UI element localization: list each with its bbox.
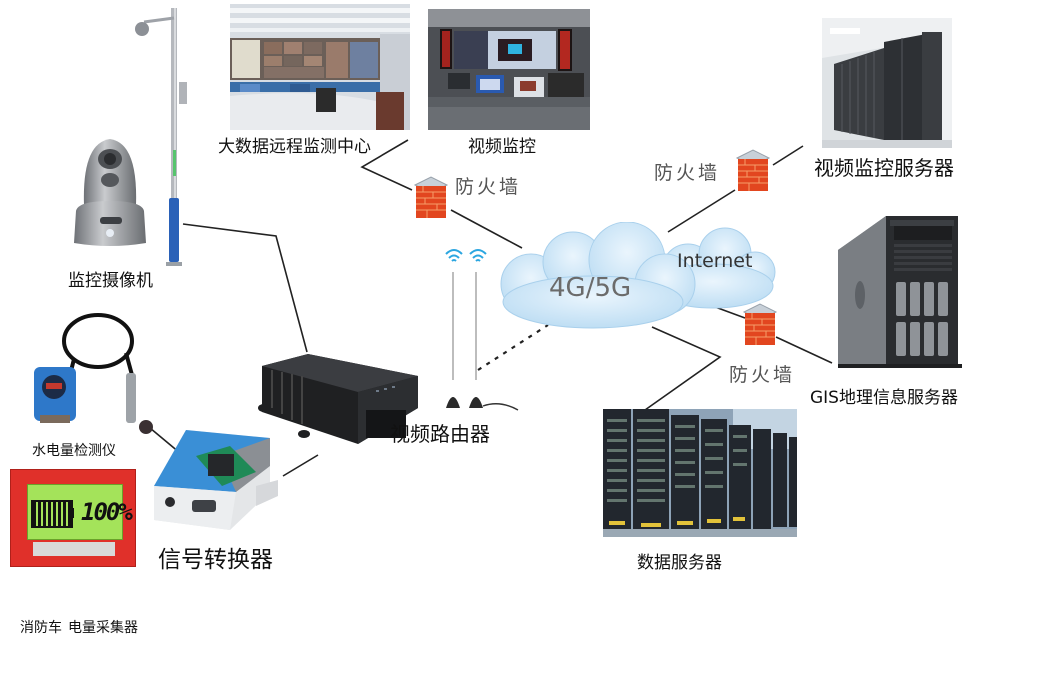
firewall-icon-top-right: [735, 148, 771, 194]
link-center-firewall: [360, 139, 413, 191]
firewall-icon-lower-right: [742, 302, 778, 348]
ptz-camera-image: [70, 135, 150, 250]
video-monitor-photo: [428, 9, 590, 130]
bigdata-center-photo: [230, 4, 410, 130]
power-collector-display: 100%: [10, 469, 136, 567]
link-meter-converter: [149, 427, 181, 454]
video-router-image: [258, 352, 418, 448]
video-router-label: 视频路由器: [390, 422, 490, 446]
firewall-label-lower-right: 防火墙: [729, 364, 796, 386]
meter-connector-dot: [139, 420, 153, 434]
link-firewall-gis-server: [775, 336, 833, 364]
antennas: [440, 240, 520, 412]
link-camera-router: [182, 223, 308, 353]
battery-icon: [31, 500, 73, 528]
power-collector-value: 100%: [81, 498, 133, 526]
bigdata-center-label: 大数据远程监测中心: [218, 137, 371, 157]
mobile-network-cloud: [500, 221, 696, 329]
caption-power-collector: 电量采集器: [68, 620, 138, 636]
gis-server-image: [838, 210, 968, 370]
camera-label: 监控摄像机: [68, 271, 153, 291]
meter-image: [30, 305, 140, 430]
video-server-label: 视频监控服务器: [814, 156, 954, 180]
firewall-label-left: 防火墙: [455, 176, 522, 198]
internet-label: Internet: [677, 250, 752, 272]
data-server-photo: [603, 409, 797, 537]
link-antenna-cloud-wireless: [477, 324, 549, 371]
link-firewall-video-server: [772, 145, 804, 166]
link-cloud-firewall-top: [667, 189, 736, 233]
network-cloud: 4G/5G Internet: [493, 221, 793, 334]
camera-pole: [130, 0, 190, 268]
firewall-icon-left: [413, 175, 449, 221]
mobile-network-label: 4G/5G: [549, 273, 631, 303]
data-server-label: 数据服务器: [637, 553, 722, 573]
gis-server-label: GIS地理信息服务器: [810, 388, 958, 408]
meter-label: 水电量检测仪: [32, 443, 116, 459]
signal-converter-image: [150, 426, 280, 536]
link-firewall-cloud-left: [450, 209, 523, 249]
video-server-photo: [822, 18, 952, 148]
firewall-label-top-right: 防火墙: [654, 162, 721, 184]
caption-fire-truck: 消防车: [20, 620, 62, 636]
link-cloud-data-server: [644, 326, 722, 411]
wifi-icon: [445, 249, 487, 262]
signal-converter-label: 信号转换器: [158, 547, 273, 573]
link-converter-router: [282, 454, 319, 477]
video-monitor-label: 视频监控: [468, 137, 536, 157]
